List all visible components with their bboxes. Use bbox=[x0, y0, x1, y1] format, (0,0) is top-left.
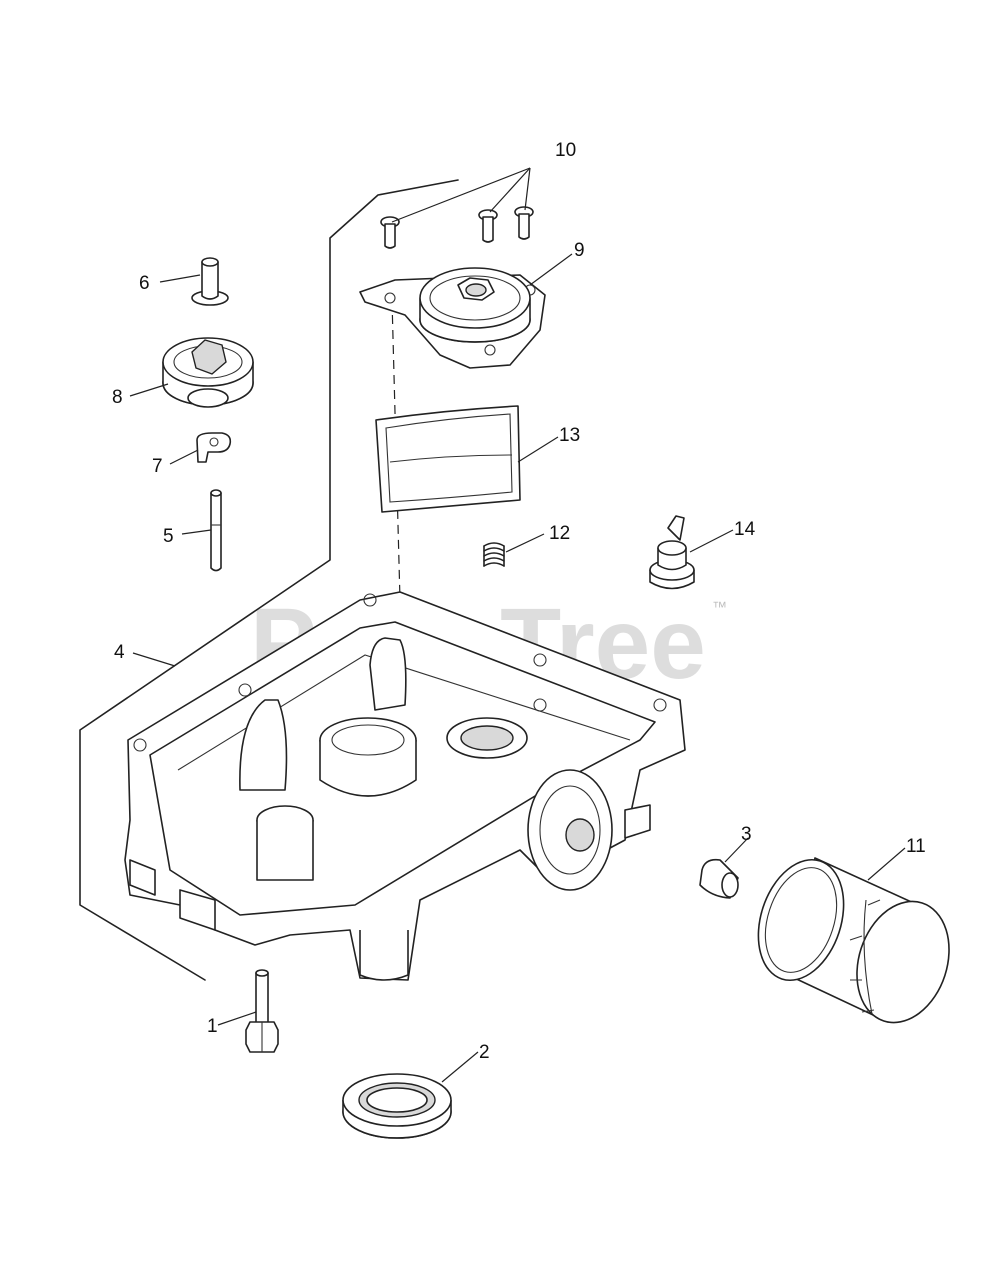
part-12-spring[interactable] bbox=[483, 542, 505, 567]
leader-13 bbox=[517, 436, 559, 463]
part-9-oil-pump[interactable] bbox=[359, 267, 546, 369]
part-10-screw[interactable] bbox=[514, 206, 534, 240]
leader-11 bbox=[867, 847, 906, 881]
part-6-pin[interactable] bbox=[191, 257, 229, 306]
part-10-screw[interactable] bbox=[380, 216, 400, 249]
part-2-oil-seal[interactable] bbox=[342, 1073, 452, 1139]
callout-2: 2 bbox=[479, 1042, 490, 1063]
leader-6 bbox=[159, 274, 201, 283]
callout-11: 11 bbox=[906, 836, 926, 857]
part-1-bolt[interactable] bbox=[245, 969, 279, 1053]
callout-10: 10 bbox=[555, 140, 576, 161]
part-11-oil-filter[interactable] bbox=[744, 849, 964, 1035]
leader-10c bbox=[524, 167, 531, 211]
part-7-lock-plate[interactable] bbox=[196, 432, 232, 463]
callout-7: 7 bbox=[152, 456, 163, 477]
callout-4: 4 bbox=[114, 642, 125, 663]
leader-14 bbox=[689, 529, 734, 553]
watermark-trademark: ™ bbox=[712, 599, 727, 616]
callout-1: 1 bbox=[207, 1016, 218, 1037]
callout-14: 14 bbox=[734, 519, 756, 540]
callout-6: 6 bbox=[139, 273, 150, 294]
group-bracket bbox=[79, 179, 459, 981]
leader-5 bbox=[181, 529, 212, 535]
callout-12: 12 bbox=[549, 523, 570, 544]
part-14-oil-pressure-switch[interactable] bbox=[649, 515, 695, 590]
leader-4 bbox=[132, 652, 176, 667]
callout-5: 5 bbox=[163, 526, 174, 547]
leader-3 bbox=[724, 837, 749, 863]
leader-1 bbox=[217, 1011, 257, 1026]
callout-13: 13 bbox=[559, 425, 580, 446]
leader-9 bbox=[529, 253, 573, 286]
leader-7 bbox=[169, 449, 199, 465]
leader-2 bbox=[441, 1051, 479, 1083]
callout-3: 3 bbox=[741, 824, 752, 845]
leader-8 bbox=[129, 383, 169, 397]
leader-12 bbox=[505, 533, 545, 553]
leader-10b bbox=[489, 167, 531, 213]
callout-9: 9 bbox=[574, 240, 585, 261]
part-3-fitting[interactable] bbox=[699, 858, 739, 899]
part-4-oil-pan[interactable] bbox=[124, 591, 686, 981]
part-8-gear[interactable] bbox=[162, 337, 254, 408]
leader-10a bbox=[391, 167, 531, 223]
part-13-screen[interactable] bbox=[375, 405, 521, 513]
part-5-dowel-pin[interactable] bbox=[210, 489, 222, 572]
part-10-screw[interactable] bbox=[478, 209, 498, 243]
callout-8: 8 bbox=[112, 387, 123, 408]
